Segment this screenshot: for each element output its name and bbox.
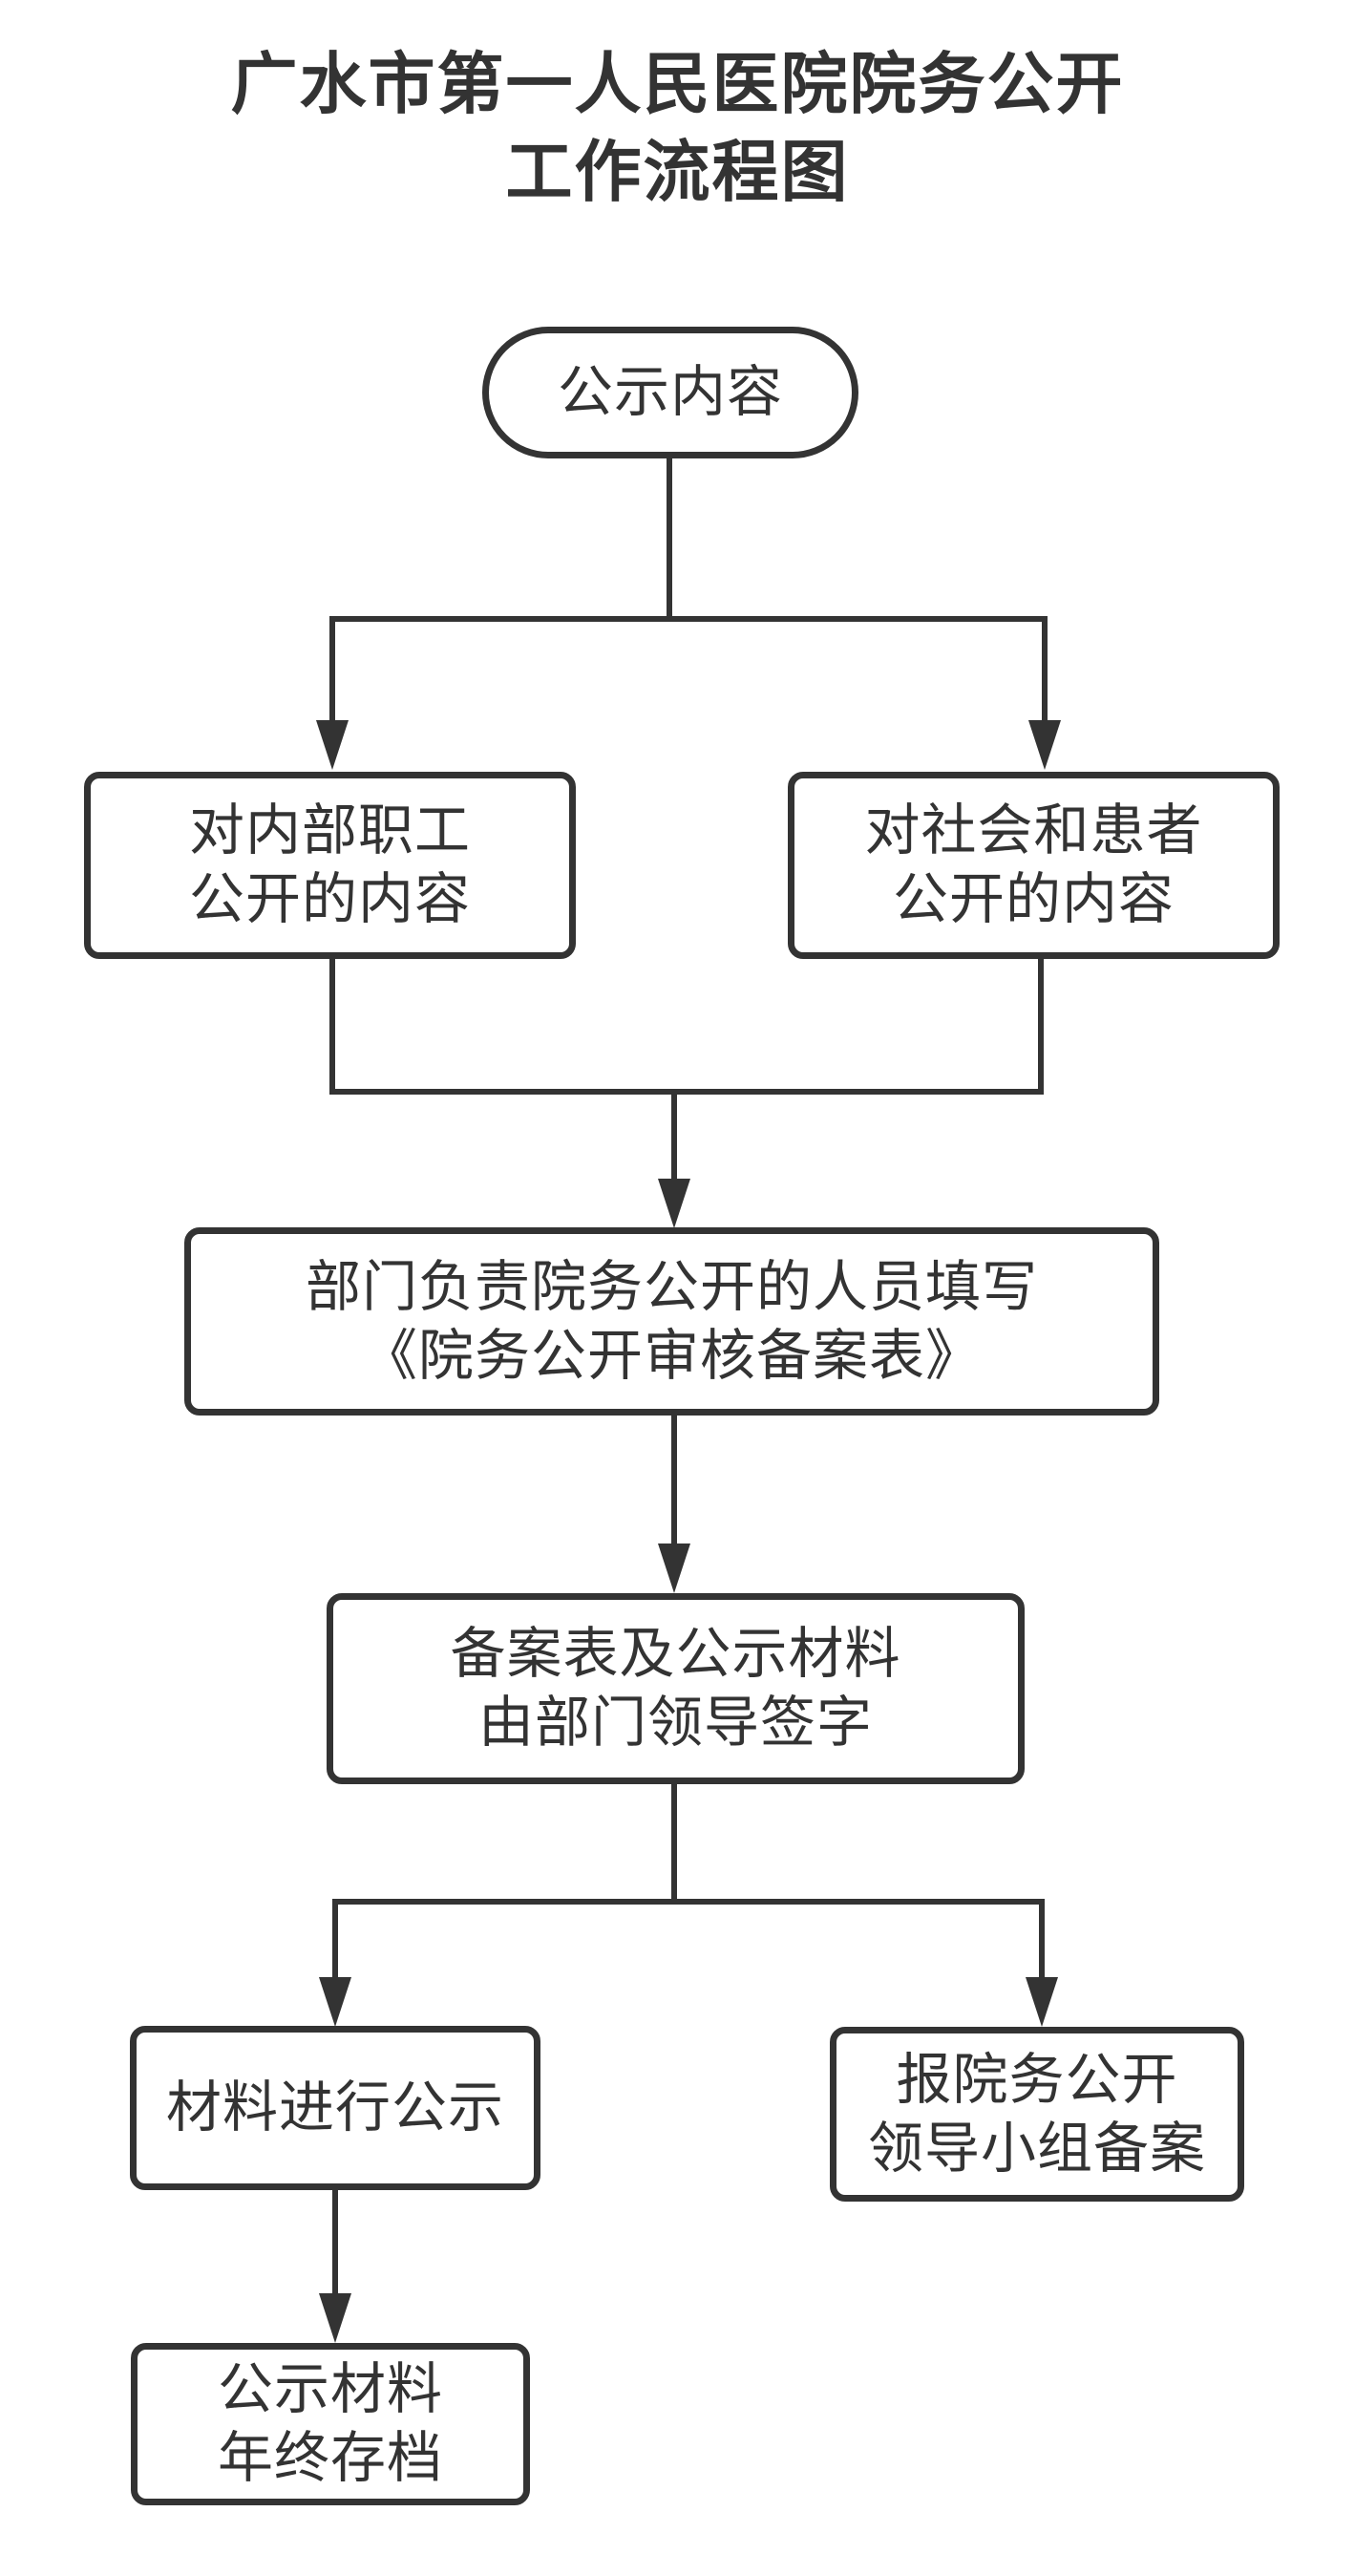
internal-content-node: 对内部职工 公开的内容 [84,772,576,959]
connector-split1-left-drop [329,616,335,729]
publicize-label: 材料进行公示 [165,2076,504,2140]
sign-label: 备案表及公示材料 由部门领导签字 [450,1620,900,1757]
fill-form-label: 部门负责院务公开的人员填写 《院务公开审核备案表》 [306,1253,1038,1391]
page-title-line1: 广水市第一人民医院院务公开 [230,47,1125,121]
sign-node: 备案表及公示材料 由部门领导签字 [327,1593,1025,1784]
page-title-line2: 工作流程图 [505,135,850,210]
connector-merge-horizontal [329,1089,1044,1095]
fill-form-line1: 部门负责院务公开的人员填写 [305,1255,1038,1318]
report-line1: 报院务公开 [896,2048,1178,2111]
public-content-line1: 对社会和患者 [864,799,1203,862]
internal-content-label: 对内部职工 公开的内容 [189,797,471,934]
report-label: 报院务公开 领导小组备案 [868,2046,1206,2183]
connector-merge-center-drop [671,1093,677,1184]
arrowhead-icon [316,720,349,770]
connector-start-stem [667,456,672,620]
archive-line1: 公示材料 [217,2358,443,2421]
sign-line2: 由部门领导签字 [477,1692,873,1754]
connector-merge-left-stem [329,957,335,1095]
sign-line1: 备案表及公示材料 [450,1623,901,1686]
arrowhead-icon [1026,1977,1058,2027]
arrowhead-icon [319,2293,351,2343]
connector-sign-stem [671,1782,677,1905]
arrowhead-icon [319,1977,351,2027]
fill-form-node: 部门负责院务公开的人员填写 《院务公开审核备案表》 [184,1227,1159,1416]
public-content-line2: 公开的内容 [892,868,1175,930]
public-content-label: 对社会和患者 公开的内容 [864,797,1202,934]
archive-node: 公示材料 年终存档 [131,2343,530,2505]
connector-fillform-sign [671,1414,677,1547]
start-node: 公示内容 [482,327,858,458]
connector-publicize-archive [332,2188,338,2297]
page-title: 广水市第一人民医院院务公开 工作流程图 [0,40,1355,217]
connector-split2-right-drop [1039,1899,1045,1981]
connector-split2-horizontal [332,1899,1045,1905]
internal-content-line1: 对内部职工 [188,799,471,862]
public-content-node: 对社会和患者 公开的内容 [788,772,1280,959]
archive-line2: 年终存档 [217,2427,443,2489]
connector-merge-right-stem [1038,957,1044,1095]
connector-split2-left-drop [332,1899,338,1981]
report-line2: 领导小组备案 [867,2117,1206,2180]
arrowhead-icon [658,1543,690,1593]
arrowhead-icon [1028,720,1061,770]
start-node-label: 公示内容 [557,361,783,424]
fill-form-line2: 《院务公开审核备案表》 [361,1324,982,1387]
report-node: 报院务公开 领导小组备案 [830,2027,1244,2202]
internal-content-line2: 公开的内容 [188,868,471,930]
connector-split1-right-drop [1042,616,1048,729]
connector-split1-horizontal [329,616,1048,622]
arrowhead-icon [658,1179,690,1228]
publicize-node: 材料进行公示 [130,2026,540,2190]
archive-label: 公示材料 年终存档 [218,2355,443,2493]
